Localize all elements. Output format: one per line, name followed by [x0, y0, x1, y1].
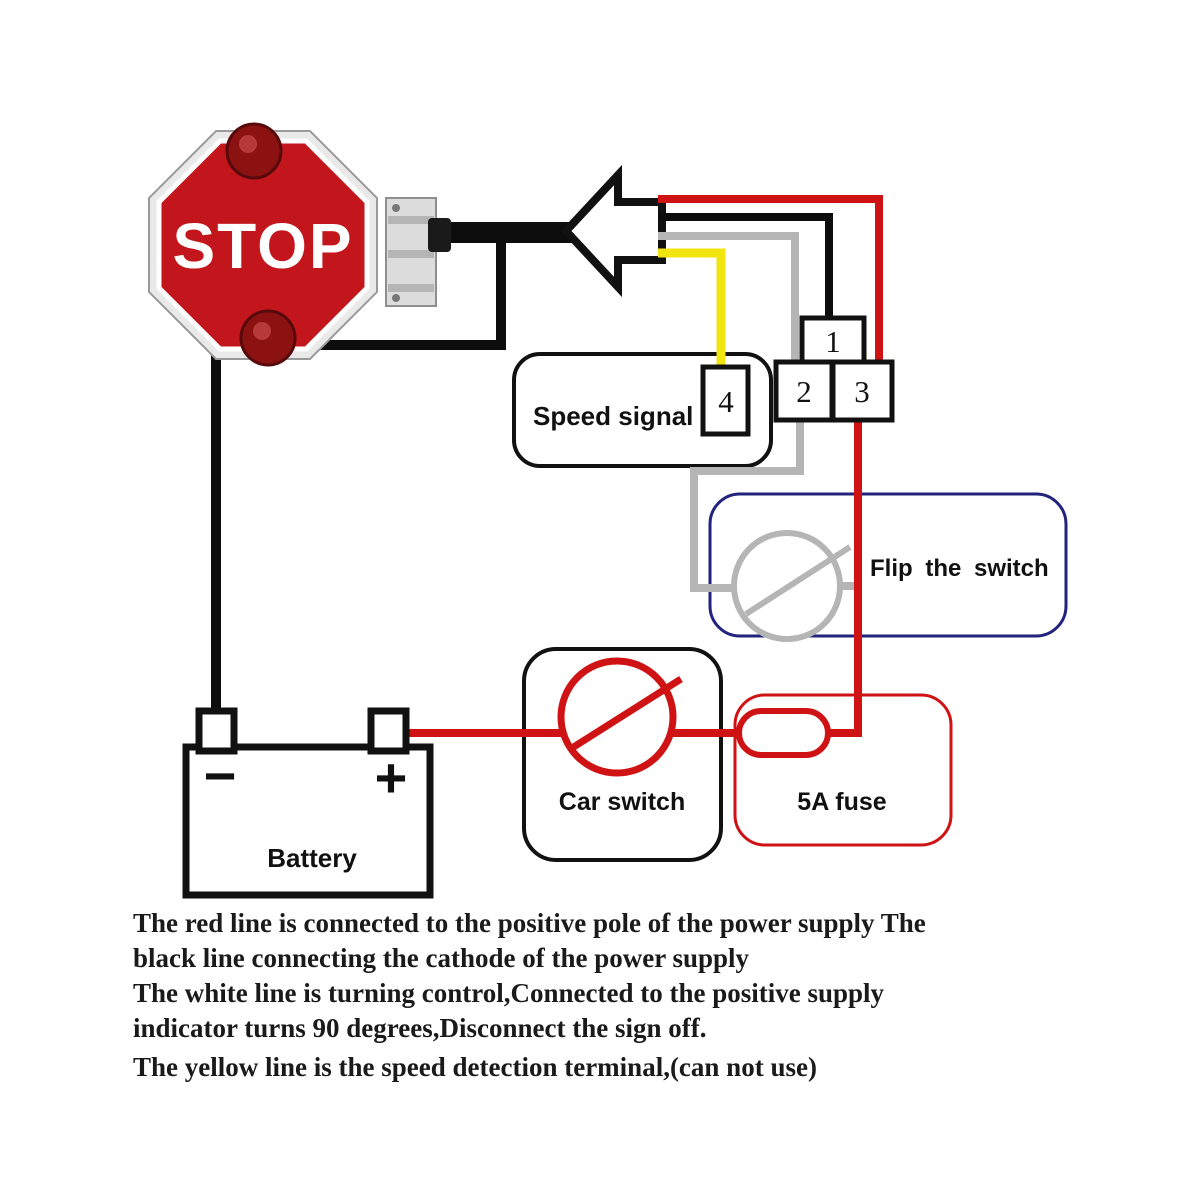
- fuse-symbol: [736, 708, 831, 758]
- sign-light-bottom: [239, 309, 297, 367]
- wire-red-to-fuse: [828, 420, 862, 737]
- battery: − + Battery: [182, 707, 434, 899]
- connector-1-box: [799, 315, 867, 367]
- notes: The red line is connected to the positiv…: [133, 906, 1143, 1085]
- sign-face: [156, 138, 370, 352]
- battery-terminal-positive: [367, 707, 410, 755]
- wire-yellow-main: [658, 248, 726, 380]
- wire-red-main: [658, 195, 883, 366]
- car-switch-symbol: [557, 657, 683, 777]
- wire-white-main: [658, 232, 799, 366]
- flip-switch-label: Flip the switch: [870, 555, 1049, 582]
- connector-1-label: 1: [825, 324, 841, 359]
- sign-cable: [437, 222, 573, 243]
- battery-label: Battery: [267, 843, 357, 873]
- sign-bracket: [385, 197, 451, 307]
- connector-4-label: 4: [718, 384, 734, 419]
- battery-body: [182, 743, 434, 899]
- flip-switch-symbol: [731, 530, 852, 642]
- connector-2-label: 2: [796, 374, 812, 409]
- car-switch-box: [522, 647, 723, 862]
- note-line: The white line is turning control,Connec…: [133, 978, 885, 1008]
- wire-black-battery-negative: [211, 240, 506, 714]
- battery-terminal-negative: [195, 707, 238, 755]
- battery-negative-sign: −: [204, 744, 237, 807]
- connector-4-box: [700, 364, 751, 437]
- fuse-label: 5A fuse: [797, 788, 886, 816]
- sign-light-top: [225, 122, 283, 180]
- car-switch-label: Car switch: [559, 788, 685, 816]
- cable-gland: [428, 218, 451, 252]
- battery-positive-sign: +: [375, 746, 408, 809]
- note-line: indicator turns 90 degrees,Disconnect th…: [133, 1013, 707, 1043]
- fuse-box: [733, 693, 953, 847]
- speed-signal-label: Speed signal: [533, 401, 693, 431]
- connector-3-label: 3: [854, 374, 870, 409]
- stop-sign-text: STOP: [172, 210, 353, 282]
- stop-sign: STOP: [148, 122, 451, 367]
- note-line: black line connecting the cathode of the…: [133, 943, 750, 973]
- connector-3-box: [830, 359, 895, 423]
- wire-black-main: [658, 213, 833, 324]
- wire-white-to-flip-switch: [690, 420, 804, 592]
- note-line: The red line is connected to the positiv…: [133, 908, 926, 938]
- direction-arrow: [560, 164, 666, 298]
- note-line: The yellow line is the speed detection t…: [133, 1052, 817, 1082]
- flip-switch-box: [708, 492, 1068, 638]
